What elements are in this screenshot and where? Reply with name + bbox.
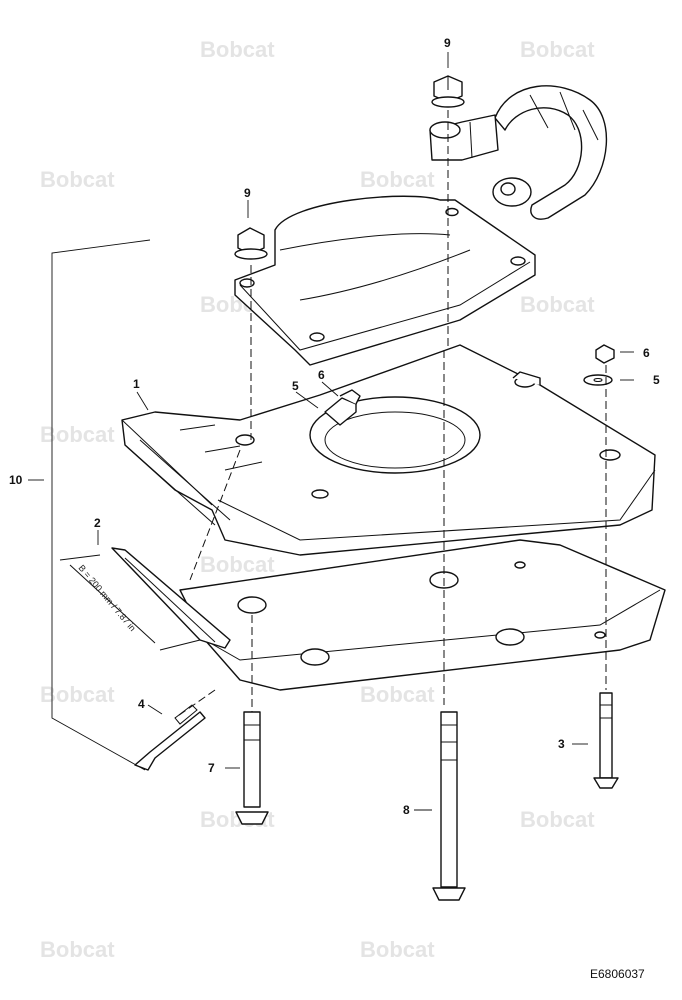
callout-labels: 9 9 1 5 6 6 5 10 2 4 7 8 3 <box>9 36 660 817</box>
washer-nut-items-5-6-right <box>583 344 615 386</box>
watermark-logo: Bobcat <box>520 807 595 832</box>
watermark-text: Bobcat <box>520 292 595 317</box>
watermark-logo: Bobcat <box>40 937 115 962</box>
callout-4: 4 <box>138 697 145 711</box>
callout-9-lower: 9 <box>244 186 251 200</box>
watermark-text: Bobcat <box>40 937 115 962</box>
watermark-text: Bobcat <box>40 422 115 447</box>
callout-6-right: 6 <box>643 346 650 360</box>
assembly-axis-lines <box>174 110 607 719</box>
watermark-logo: Bobcat <box>360 682 435 707</box>
callout-leaders <box>97 52 634 811</box>
upper-flange <box>234 195 536 366</box>
callout-3: 3 <box>558 737 565 751</box>
watermark-text: Bobcat <box>520 807 595 832</box>
watermark-logo: Bobcat <box>200 37 275 62</box>
watermark-text: Bobcat <box>360 167 435 192</box>
watermark-logo: Bobcat <box>40 682 115 707</box>
callout-9-upper: 9 <box>444 36 451 50</box>
callout-8: 8 <box>403 803 410 817</box>
watermark-text: Bobcat <box>200 552 275 577</box>
watermark-text: Bobcat <box>360 937 435 962</box>
drawing-reference: E6806037 <box>590 967 645 981</box>
watermark-text: Bobcat <box>520 37 595 62</box>
watermark-text: Bobcat <box>360 682 435 707</box>
callout-10: 10 <box>9 473 23 487</box>
skid-plate <box>179 539 666 691</box>
nut-item-9-lower <box>234 227 268 260</box>
watermark-logo: Bobcat <box>360 167 435 192</box>
stand-bracket <box>121 344 656 556</box>
callout-1: 1 <box>133 377 140 391</box>
watermark-logo: Bobcat <box>200 552 275 577</box>
watermark-logo: Bobcat <box>520 292 595 317</box>
clip-items-5-6-left <box>324 389 361 426</box>
watermark-logo: Bobcat <box>40 422 115 447</box>
watermark-logo: Bobcat <box>360 937 435 962</box>
watermark-text: Bobcat <box>40 167 115 192</box>
bolt-item-4 <box>134 704 206 771</box>
dimension-label: B = 200 mm / 7.87 in <box>76 563 137 633</box>
bolt-item-8 <box>432 711 466 901</box>
nut-item-9-upper <box>431 75 465 108</box>
watermark-logo: Bobcat <box>40 167 115 192</box>
callout-5-right: 5 <box>653 373 660 387</box>
cutting-edge-blade <box>111 547 231 649</box>
hose-connector <box>429 85 608 220</box>
watermark-text: Bobcat <box>40 682 115 707</box>
item-10-bracket <box>28 239 151 771</box>
callout-6-left: 6 <box>318 368 325 382</box>
watermark-logo: Bobcat <box>520 37 595 62</box>
callout-2: 2 <box>94 516 101 530</box>
callout-7: 7 <box>208 761 215 775</box>
callout-5-left: 5 <box>292 379 299 393</box>
bolt-item-3 <box>593 692 619 789</box>
watermark-text: Bobcat <box>200 37 275 62</box>
